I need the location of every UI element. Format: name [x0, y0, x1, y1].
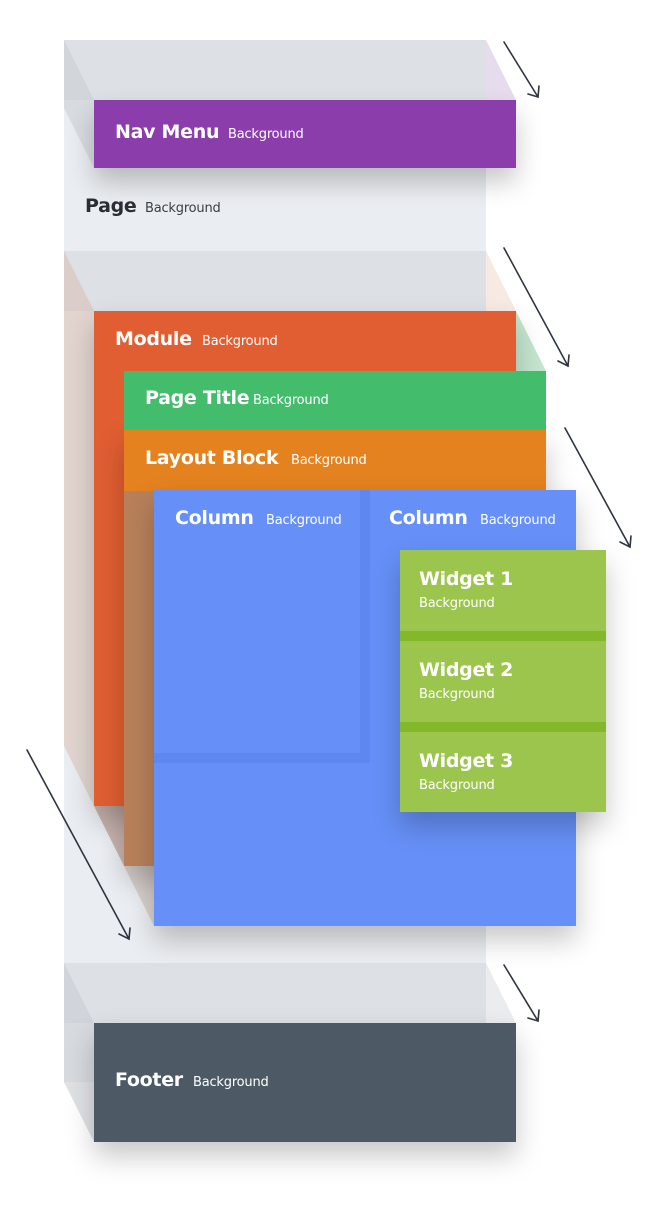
- page-top-band: [64, 40, 486, 100]
- widget-2: Widget 2 Background: [400, 641, 606, 722]
- column-left-sub: Background: [266, 513, 342, 528]
- column-left: Column Background: [154, 490, 360, 753]
- page-title-layer: Page Title Background: [124, 371, 546, 430]
- nav-menu-title: Nav Menu: [115, 121, 220, 143]
- column-right-sub: Background: [480, 513, 556, 528]
- page-title-title: Page Title: [145, 387, 250, 409]
- footer-title: Footer: [115, 1069, 183, 1091]
- nav-menu-layer: Nav Menu Background: [94, 100, 516, 168]
- column-divider-vertical: [360, 490, 370, 763]
- column-right-title: Column: [389, 507, 468, 529]
- footer-sub: Background: [193, 1075, 269, 1090]
- column-right: Column Background: [370, 490, 576, 550]
- arrow-down-right-icon: [564, 427, 632, 549]
- module-title: Module: [115, 328, 192, 350]
- page-sub-label: Background: [145, 201, 221, 216]
- widget-3-title: Widget 3: [419, 750, 514, 772]
- layout-block-sub: Background: [291, 453, 367, 468]
- widget-2-title: Widget 2: [419, 659, 514, 681]
- widget-3: Widget 3 Background: [400, 732, 606, 812]
- nav-menu-sub: Background: [228, 127, 304, 142]
- module-sub: Background: [202, 334, 278, 349]
- widget-1-sub: Background: [419, 596, 495, 611]
- layout-block-lower: [124, 491, 154, 866]
- layout-block-title: Layout Block: [145, 447, 279, 469]
- arrow-down-right-icon: [503, 247, 570, 368]
- page-title-sub: Background: [253, 393, 329, 408]
- page-bottom-band: [64, 963, 486, 1023]
- page-title-label: Page: [85, 195, 137, 217]
- widget-3-sub: Background: [419, 778, 495, 793]
- arrow-down-right-icon: [26, 749, 131, 941]
- footer-layer: Footer Background: [94, 1023, 516, 1142]
- arrow-down-right-icon: [503, 964, 540, 1023]
- page-mid-band: [64, 251, 486, 311]
- column-left-title: Column: [175, 507, 254, 529]
- widget-1-title: Widget 1: [419, 568, 514, 590]
- widget-2-sub: Background: [419, 687, 495, 702]
- widget-1: Widget 1 Background: [400, 550, 606, 631]
- arrow-down-right-icon: [503, 41, 540, 99]
- column-divider-horizontal: [154, 753, 370, 763]
